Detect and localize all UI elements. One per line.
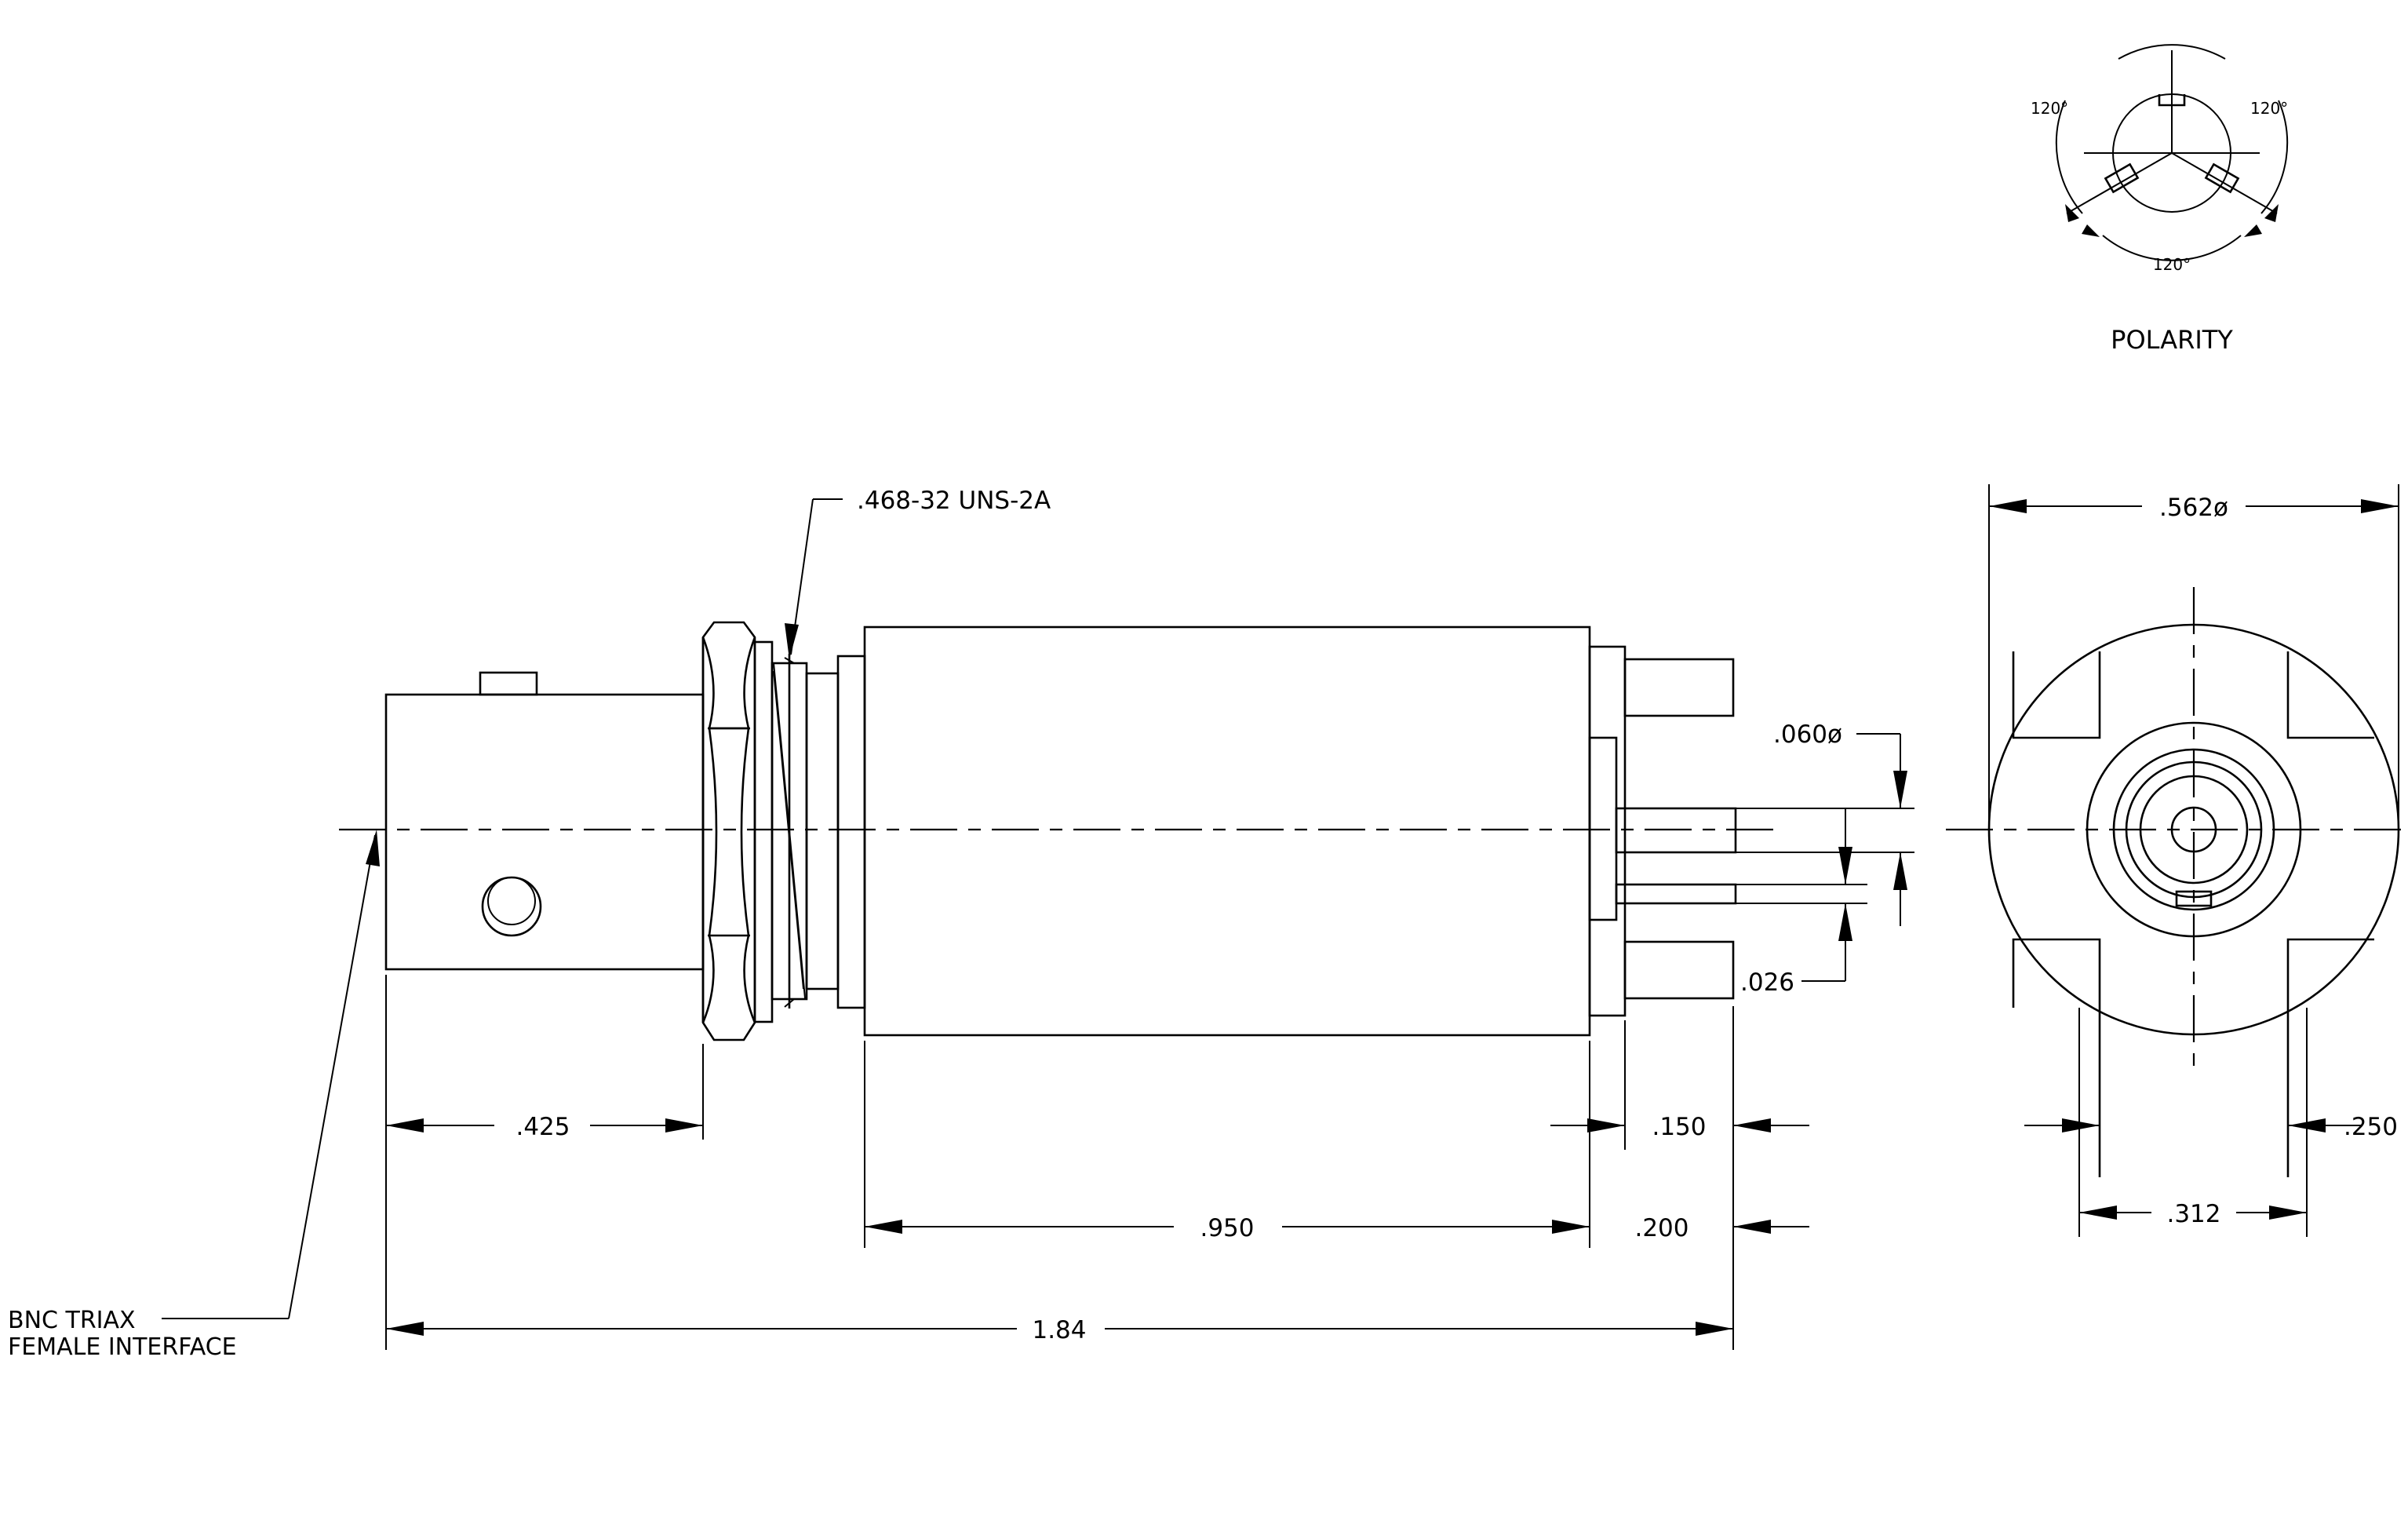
thread <box>770 654 808 1009</box>
polarity-angle-bottom: 120° <box>2153 255 2191 274</box>
interface-label-line2: FEMALE INTERFACE <box>8 1333 237 1361</box>
dim-overall-length: 1.84 <box>386 1316 1733 1344</box>
dim-leg-width: .250 <box>2024 1113 2398 1141</box>
interface-label-line1: BNC TRIAX <box>8 1307 136 1334</box>
dim-leg-spacing-text: .312 <box>2166 1200 2220 1228</box>
dim-body-length: .950 <box>865 1214 1590 1242</box>
flange <box>805 672 840 990</box>
side-view <box>339 621 1781 1041</box>
bnc-key <box>479 671 538 696</box>
dim-pin-spacing-text: .026 <box>1740 968 1794 997</box>
pin-lower <box>1615 883 1737 905</box>
front-view <box>1946 484 2401 1237</box>
polarity-view: 120° 120° 120° POLARITY <box>2031 44 2288 355</box>
dim-pin-length: .200 <box>1634 1214 1809 1242</box>
polarity-angle-left: 120° <box>2031 99 2068 118</box>
dim-front-length-text: .425 <box>515 1113 570 1141</box>
dim-leg-spacing: .312 <box>2079 1200 2307 1228</box>
rear-collar <box>836 655 866 1009</box>
dim-pin-diameter-text: .060ø <box>1773 720 1842 749</box>
main-body <box>863 626 1591 1037</box>
polarity-title: POLARITY <box>2111 325 2233 355</box>
hex-nut <box>701 621 756 1041</box>
dim-pin-length-text: .200 <box>1634 1214 1689 1242</box>
rear-plate <box>1588 645 1627 1017</box>
lock-washer <box>753 640 774 1023</box>
bnc-front-body <box>384 693 705 971</box>
dim-pin-spacing: .026 <box>1740 808 1852 997</box>
dim-rear-step-text: .150 <box>1652 1113 1706 1141</box>
thread-spec-label: .468-32 UNS-2A <box>857 487 1051 515</box>
extension-lines <box>385 808 1914 1350</box>
pin-bottom <box>1623 940 1735 1000</box>
dim-overall-length-text: 1.84 <box>1032 1316 1086 1344</box>
dim-front-length: .425 <box>386 1113 703 1141</box>
dim-leg-width-text: .250 <box>2344 1113 2398 1141</box>
face-circle <box>1987 623 2400 1036</box>
dim-face-diameter: .562ø <box>1989 494 2399 522</box>
dim-rear-step: .150 <box>1550 1113 1809 1141</box>
polarity-angle-right: 120° <box>2250 99 2288 118</box>
interface-callout: BNC TRIAX FEMALE INTERFACE <box>8 830 380 1361</box>
bayonet-stud <box>481 876 542 937</box>
thread-callout: .468-32 UNS-2A <box>785 487 1051 659</box>
pin-top <box>1623 658 1735 717</box>
dim-face-diameter-text: .562ø <box>2159 494 2228 522</box>
dim-body-length-text: .950 <box>1200 1214 1254 1242</box>
pin-center <box>1615 807 1737 854</box>
dim-pin-diameter: .060ø <box>1773 720 1907 926</box>
